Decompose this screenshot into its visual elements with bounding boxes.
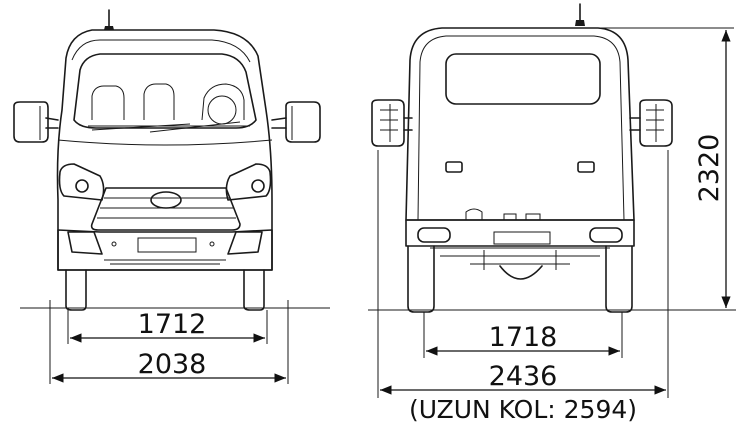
front-left-mirror: [13, 101, 59, 143]
rear-tire-left: [407, 245, 435, 313]
front-seats: [88, 83, 250, 127]
rear-left-mirror: [371, 99, 413, 147]
front-dimensions: 1712 2038: [49, 300, 289, 384]
rear-lamp-right: [577, 161, 595, 173]
rear-bumper: [405, 208, 635, 247]
front-view-drawing: [13, 9, 330, 311]
front-headlight-left: [58, 163, 105, 201]
rear-tire-right: [605, 245, 633, 313]
rear-lamp-left: [445, 161, 463, 173]
front-tire-left: [65, 269, 87, 311]
rear-view-drawing: [368, 3, 736, 313]
rear-chassis: [430, 247, 610, 280]
front-bumper: [57, 229, 273, 271]
front-windshield: [73, 53, 257, 129]
rear-body-outline: [405, 27, 635, 221]
rear-right-mirror: [629, 99, 673, 147]
rear-height-label: 2320: [694, 134, 725, 203]
rear-overall-width-label: 2436: [489, 361, 558, 392]
front-grille: [90, 187, 241, 231]
rear-long-arm-note: (UZUN KOL: 2594): [409, 395, 637, 424]
front-body-outline: [56, 29, 273, 271]
front-track-width-label: 1712: [138, 309, 207, 340]
front-right-mirror: [271, 101, 321, 143]
rear-track-width-label: 1718: [489, 322, 558, 353]
front-overall-width-label: 2038: [138, 349, 207, 380]
rear-window: [445, 53, 601, 105]
front-tire-right: [243, 269, 265, 311]
front-headlight-right: [225, 163, 272, 201]
rear-dimensions: 2320 1718 2436 (UZUN KOL: 2594): [377, 27, 734, 424]
